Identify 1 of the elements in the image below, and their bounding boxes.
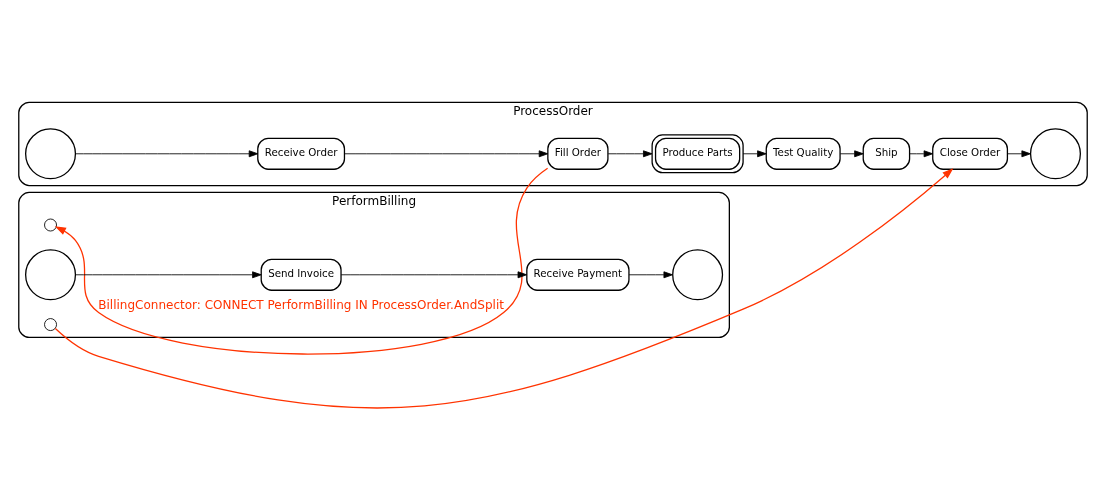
edge-label: BillingConnector: CONNECT PerformBilling IN ProcessOrder.AndSplit (98, 297, 504, 312)
